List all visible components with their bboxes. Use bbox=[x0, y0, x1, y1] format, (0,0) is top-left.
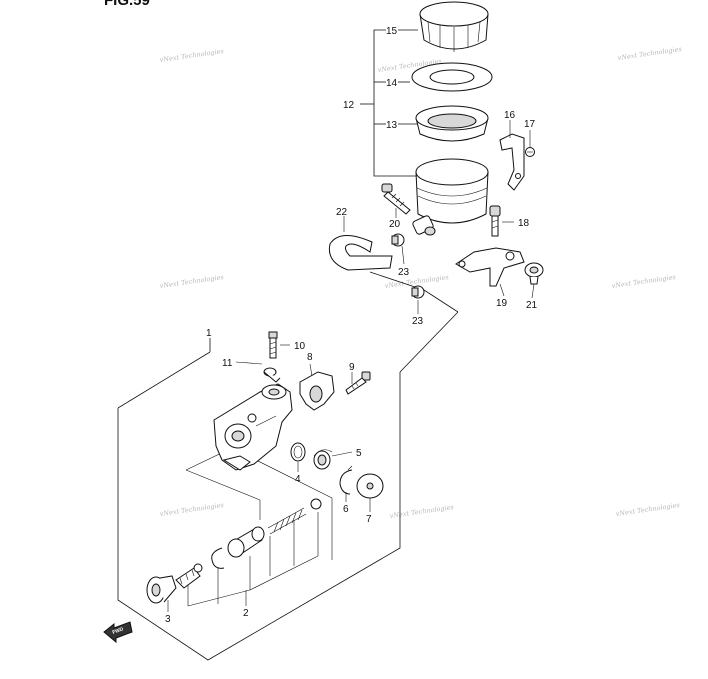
bracket bbox=[499, 133, 525, 191]
washer-7 bbox=[356, 473, 384, 499]
callout-14: 14 bbox=[386, 78, 398, 89]
reservoir-cap bbox=[419, 1, 489, 52]
o-ring-4 bbox=[290, 442, 306, 462]
holder-bolt bbox=[345, 371, 371, 395]
callout-9: 9 bbox=[349, 362, 355, 373]
callout-4: 4 bbox=[295, 474, 301, 485]
watermark: vNext Technologies bbox=[159, 47, 225, 64]
callout-15: 15 bbox=[386, 26, 398, 37]
callout-2: 2 bbox=[243, 608, 249, 619]
boot-5 bbox=[313, 449, 333, 470]
piston-kit bbox=[146, 498, 322, 604]
hose-clamp-upper bbox=[391, 233, 405, 247]
circlip-6 bbox=[339, 465, 353, 495]
callout-5: 5 bbox=[356, 448, 362, 459]
bleeder-valve bbox=[268, 331, 278, 359]
reservoir-tank bbox=[412, 158, 489, 236]
hose-clamp-lower bbox=[411, 285, 425, 299]
collar-21 bbox=[524, 262, 544, 285]
fwd-arrow: FWD bbox=[103, 621, 133, 644]
holder-8 bbox=[299, 371, 335, 411]
fwd-label: FWD bbox=[112, 626, 125, 636]
callout-19: 19 bbox=[496, 298, 508, 309]
callout-18: 18 bbox=[518, 218, 530, 229]
figure-title: FIG.59 bbox=[104, 0, 150, 9]
reservoir-stay bbox=[455, 247, 525, 287]
hose bbox=[328, 235, 393, 271]
reservoir-bolt-18 bbox=[489, 205, 501, 237]
cap-plate bbox=[411, 62, 493, 92]
callout-labels: 1 2 3 4 5 6 7 8 9 10 11 12 13 14 15 16 1… bbox=[165, 26, 538, 625]
callout-17: 17 bbox=[524, 119, 536, 130]
callout-13: 13 bbox=[386, 120, 398, 131]
callout-8: 8 bbox=[307, 352, 313, 363]
callout-1: 1 bbox=[206, 328, 212, 339]
watermark: vNext Technologies bbox=[617, 45, 683, 62]
callout-10: 10 bbox=[294, 341, 306, 352]
watermark: vNext Technologies bbox=[159, 501, 225, 518]
callout-12: 12 bbox=[343, 100, 355, 111]
callout-23b: 23 bbox=[412, 316, 424, 327]
callout-3: 3 bbox=[165, 614, 171, 625]
watermark: vNext Technologies bbox=[611, 273, 677, 290]
callout-7: 7 bbox=[366, 514, 372, 525]
diaphragm bbox=[415, 105, 489, 142]
master-cylinder-body bbox=[213, 383, 293, 471]
watermark: vNext Technologies bbox=[159, 273, 225, 290]
callout-22: 22 bbox=[336, 207, 348, 218]
reservoir-bolt-20 bbox=[381, 183, 411, 215]
callout-6: 6 bbox=[343, 504, 349, 515]
callout-20: 20 bbox=[389, 219, 401, 230]
leader-lines bbox=[167, 120, 535, 612]
callout-23a: 23 bbox=[398, 267, 410, 278]
cap-11 bbox=[263, 367, 281, 383]
callout-21: 21 bbox=[526, 300, 538, 311]
callout-11: 11 bbox=[222, 358, 233, 369]
bracket-screw bbox=[525, 147, 535, 157]
callout-16: 16 bbox=[504, 110, 516, 121]
watermark: vNext Technologies bbox=[615, 501, 681, 518]
watermark: vNext Technologies bbox=[389, 503, 455, 520]
